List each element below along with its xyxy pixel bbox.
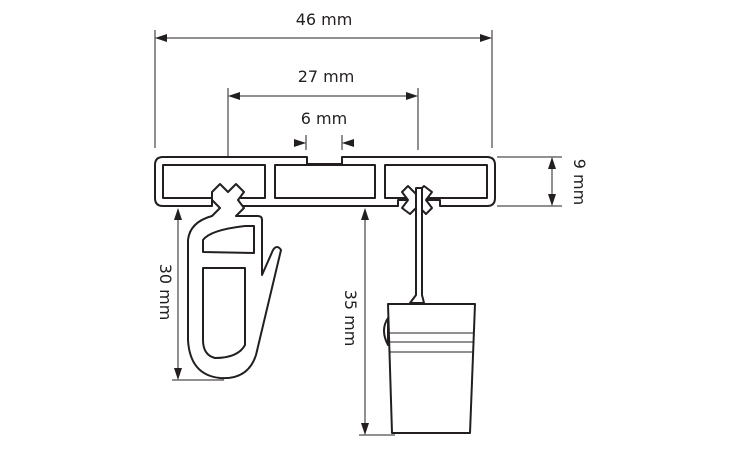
clip-length-label: 35 mm: [341, 290, 360, 347]
hook-length-label: 30 mm: [156, 264, 175, 321]
dimension-46mm: 46 mm: [154, 10, 493, 148]
dimension-35mm: 35 mm: [341, 208, 395, 436]
rail-height-label: 9 mm: [570, 159, 589, 205]
overall-width-label: 46 mm: [296, 10, 353, 29]
dimension-9mm: 9 mm: [497, 156, 589, 207]
hook-spacing-label: 27 mm: [298, 67, 355, 86]
curtain-clip: [383, 185, 476, 434]
dimension-6mm: 6 mm: [294, 109, 354, 150]
curtain-hook: [187, 183, 282, 380]
dimension-30mm: 30 mm: [156, 208, 224, 381]
rail-profile: [154, 156, 496, 207]
slot-width-label: 6 mm: [301, 109, 347, 128]
